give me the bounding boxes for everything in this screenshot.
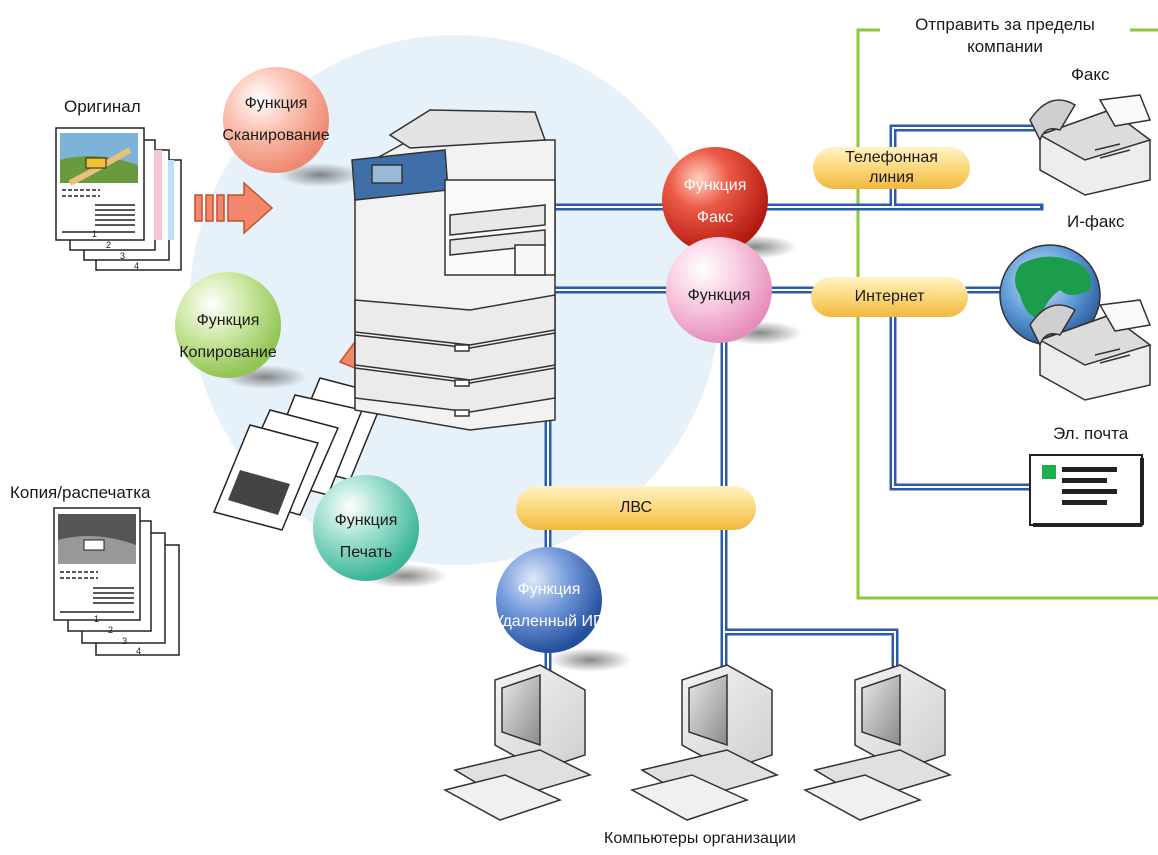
copy-function-line1: Функция — [196, 312, 260, 329]
fax-function-line2: Факс — [696, 209, 734, 226]
phone-line-line1: Телефонная — [845, 149, 938, 166]
fax-function-label: Функция Факс — [640, 170, 790, 234]
multifunction-printer — [351, 109, 556, 431]
print-function-label: Функция Печать — [291, 505, 441, 569]
original-page-3: 3 — [120, 251, 126, 261]
lan-pill — [516, 486, 756, 530]
scan-function-line1: Функция — [244, 95, 308, 112]
copy-page-2: 2 — [108, 625, 114, 635]
internet-label: Интернет — [854, 288, 925, 305]
globe-continents — [1015, 256, 1091, 320]
copy-print-label: Копия/распечатка — [10, 483, 151, 502]
original-page-2: 2 — [106, 240, 112, 250]
lan-label: ЛВС — [619, 499, 653, 516]
remote-ui-function-line2: Удаленный ИП — [493, 613, 605, 630]
computer-2 — [629, 664, 780, 821]
copy-page-1: 1 — [94, 614, 100, 624]
phone-line-pill — [813, 147, 970, 189]
original-page-4: 4 — [134, 261, 140, 271]
fax-function-sphere — [662, 147, 768, 253]
copy-function-sphere — [175, 272, 281, 378]
phone-line-label: Телефонная линия — [813, 148, 970, 188]
internet-pill — [811, 277, 968, 317]
external-title: Отправить за пределы компании — [880, 14, 1130, 58]
scan-function-line2: Сканирование — [222, 127, 330, 144]
original-document-stack — [55, 127, 182, 271]
email-icon — [1029, 454, 1144, 527]
remote-ui-function-sphere — [496, 547, 602, 653]
print-function-sphere — [313, 475, 419, 581]
computers-caption: Компьютеры организации — [604, 830, 796, 847]
computer-3 — [802, 664, 953, 821]
scan-function-label: Функция Сканирование — [201, 88, 351, 152]
computer-1 — [442, 664, 593, 821]
remote-ui-function-label: Функция Удаленный ИП — [464, 574, 634, 638]
print-function-line1: Функция — [334, 512, 398, 529]
copy-page-3: 3 — [122, 636, 128, 646]
fax-device-label: Факс — [1071, 65, 1110, 84]
copy-document-stack — [53, 507, 180, 656]
send-function-label: Функция — [644, 280, 794, 312]
external-title-line2: компании — [967, 37, 1043, 56]
copy-function-line2: Копирование — [179, 344, 277, 361]
remote-ui-function-line1: Функция — [517, 581, 581, 598]
email-device-label: Эл. почта — [1053, 424, 1129, 443]
original-page-1: 1 — [92, 229, 98, 239]
scan-function-sphere — [223, 67, 329, 173]
original-label: Оригинал — [64, 97, 141, 116]
print-function-line2: Печать — [339, 544, 393, 561]
fax-machine-icon — [1029, 94, 1152, 196]
copy-function-label: Функция Копирование — [153, 305, 303, 369]
send-function-line1: Функция — [687, 287, 751, 304]
scan-arrow — [194, 181, 274, 235]
send-function-sphere — [666, 237, 772, 343]
ifax-machine-icon — [1029, 299, 1152, 401]
fax-function-line1: Функция — [683, 177, 747, 194]
copy-page-4: 4 — [136, 646, 142, 656]
phone-line-line2: линия — [869, 169, 914, 186]
ifax-device-label: И-факс — [1067, 212, 1125, 231]
external-title-line1: Отправить за пределы — [915, 15, 1095, 34]
